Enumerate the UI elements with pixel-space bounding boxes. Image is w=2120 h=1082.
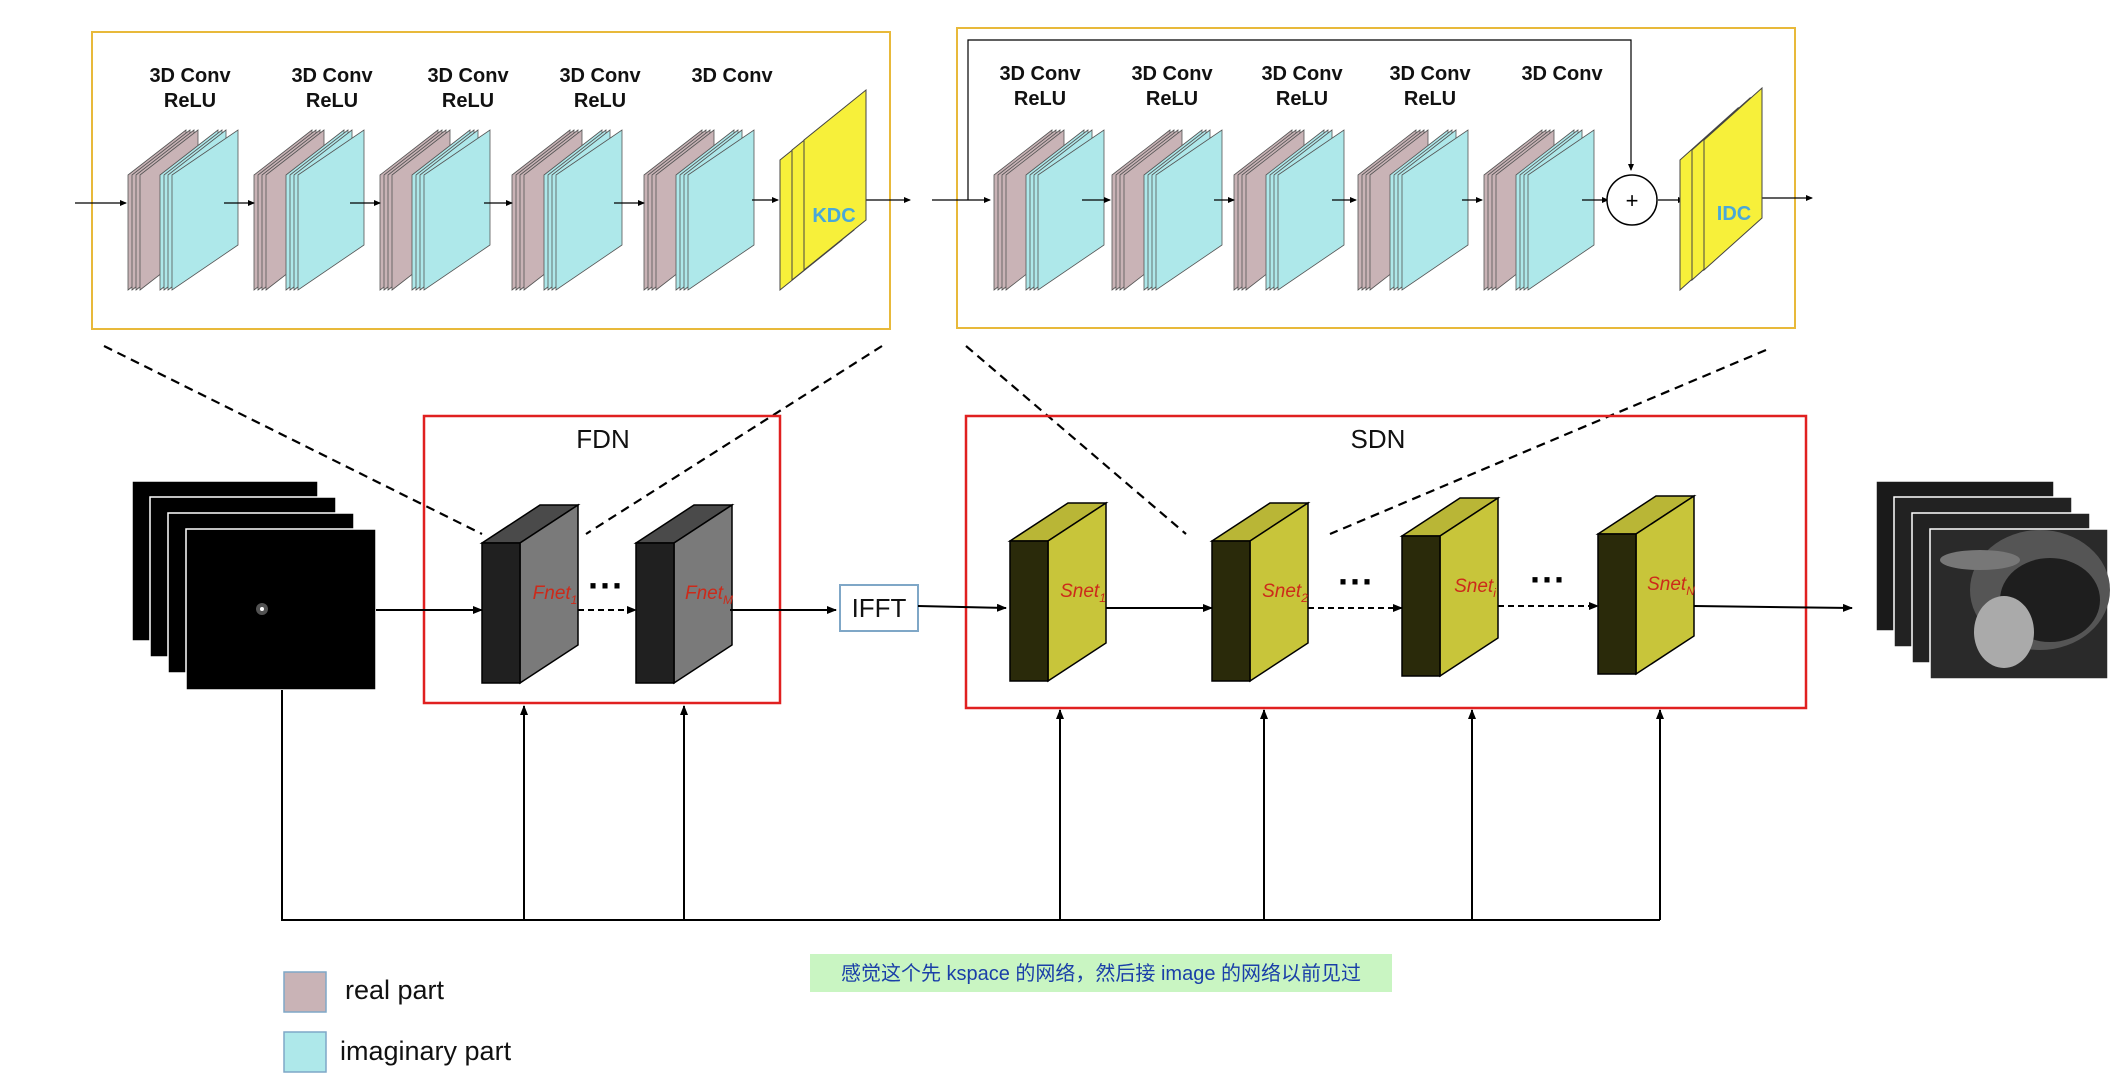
fdn-layer-1-line2: ReLU xyxy=(164,90,216,112)
kspace-feedback-lines xyxy=(281,690,1664,921)
fdn-layer-5-line1: 3D Conv xyxy=(691,65,773,87)
fdn-conv-stack-3 xyxy=(379,129,491,291)
legend-imag-label: imaginary part xyxy=(340,1036,512,1066)
main-flow-arrows xyxy=(376,602,1853,614)
note-text: 感觉这个先 kspace 的网络，然后接 image 的网络以前见过 xyxy=(841,962,1361,985)
idc-layer xyxy=(1679,86,1763,292)
snet-block-2-label: Snet2 xyxy=(1262,581,1308,605)
sdn-conv-layers xyxy=(993,129,1595,291)
fdn-layer-4-line1: 3D Conv xyxy=(559,65,641,87)
snet-block-2: Snet2 xyxy=(1209,501,1311,683)
legend-real-label: real part xyxy=(345,975,445,1005)
fdn-detail-frame xyxy=(91,31,891,330)
kspace-input-stack xyxy=(131,480,377,691)
ellipsis-fdn: ··· xyxy=(588,565,624,606)
fdn-layer-2-line2: ReLU xyxy=(306,90,358,112)
fdn-title: FDN xyxy=(576,424,629,454)
fdn-layer-2-line1: 3D Conv xyxy=(291,65,373,87)
sum-symbol: + xyxy=(1626,188,1639,213)
residual-skip-connection xyxy=(967,39,1634,200)
fdn-frame xyxy=(422,414,782,705)
sdn-layer-5-line1: 3D Conv xyxy=(1521,63,1603,85)
fdn-conv-stack-4 xyxy=(511,129,623,291)
legend-imag-swatch xyxy=(283,1031,327,1073)
ifft-box xyxy=(839,584,919,632)
fnet-block-1: Fnet1 xyxy=(479,503,581,685)
legend-real-swatch xyxy=(283,971,327,1013)
kdc-label: KDC xyxy=(812,205,855,227)
fdn-layer-1-line1: 3D Conv xyxy=(149,65,231,87)
ellipsis-sdn-2: ··· xyxy=(1530,559,1566,600)
legend: real part imaginary part xyxy=(283,971,512,1073)
sum-node xyxy=(1606,174,1658,226)
snet-block-1: Snet1 xyxy=(1007,501,1109,683)
sdn-layer-1-line1: 3D Conv xyxy=(999,63,1081,85)
sdn-layer-labels: 3D Conv ReLU 3D Conv ReLU 3D Conv ReLU 3… xyxy=(999,63,1603,110)
ifft-label: IFFT xyxy=(852,593,907,623)
sdn-detail-frame xyxy=(956,27,1796,329)
ellipsis-sdn-1: ··· xyxy=(1338,561,1374,602)
fdn-conv-stack-1 xyxy=(127,129,239,291)
fdn-layer-3-line1: 3D Conv xyxy=(427,65,509,87)
fdn-conv-stack-5 xyxy=(643,129,755,291)
sdn-layer-2-line2: ReLU xyxy=(1146,88,1198,110)
sdn-layer-4-line2: ReLU xyxy=(1404,88,1456,110)
sdn-conv-stack-4 xyxy=(1357,129,1469,291)
zoom-guide-lines xyxy=(103,345,1767,536)
sdn-frame xyxy=(964,414,1808,710)
idc-label: IDC xyxy=(1717,203,1751,225)
sdn-conv-stack-2 xyxy=(1111,129,1223,291)
fdn-layer-4-line2: ReLU xyxy=(574,90,626,112)
fnet-block-2: FnetM xyxy=(633,503,735,685)
sdn-conv-stack-3 xyxy=(1233,129,1345,291)
note-highlight xyxy=(810,954,1392,992)
snet-block-3-label: Sneti xyxy=(1454,576,1496,600)
sdn-layer-2-line1: 3D Conv xyxy=(1131,63,1213,85)
fdn-conv-layers xyxy=(127,129,755,291)
main-network-blocks: Fnet1 FnetM Snet1 Snet2 Sneti SnetN xyxy=(479,494,1697,685)
sdn-layer-1-line2: ReLU xyxy=(1014,88,1066,110)
sdn-layer-4-line1: 3D Conv xyxy=(1389,63,1471,85)
fdn-detail-arrows xyxy=(75,197,911,206)
fnet-block-1-label: Fnet1 xyxy=(533,583,578,607)
sdn-detail-arrows xyxy=(932,39,1813,203)
sdn-layer-3-line2: ReLU xyxy=(1276,88,1328,110)
sdn-layer-3-line1: 3D Conv xyxy=(1261,63,1343,85)
sdn-title: SDN xyxy=(1351,424,1406,454)
snet-block-1-label: Snet1 xyxy=(1060,581,1106,605)
fdn-conv-stack-2 xyxy=(253,129,365,291)
kdc-layer xyxy=(779,88,867,292)
snet-block-4: SnetN xyxy=(1595,494,1697,676)
fdn-layer-labels: 3D Conv ReLU 3D Conv ReLU 3D Conv ReLU 3… xyxy=(149,65,773,112)
fdn-layer-3-line2: ReLU xyxy=(442,90,494,112)
mr-output-stack xyxy=(1875,480,2110,680)
sdn-conv-stack-1 xyxy=(993,129,1105,291)
sdn-conv-stack-5 xyxy=(1483,129,1595,291)
snet-block-3: Sneti xyxy=(1399,496,1501,678)
